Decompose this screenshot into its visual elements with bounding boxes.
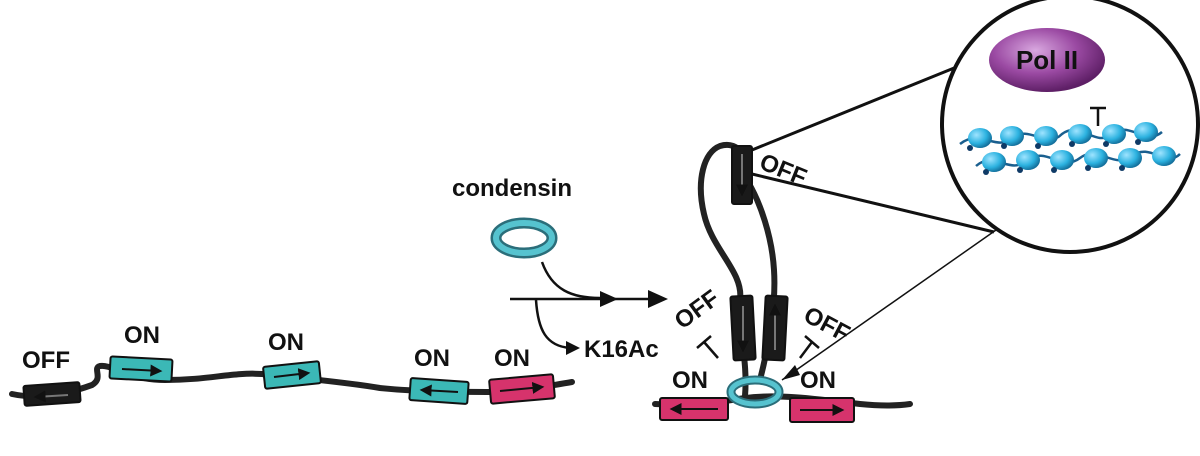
magenta-gene-4 [488,373,556,405]
nucleosome-row-bottom [982,146,1176,172]
left-chromatin-strand: OFF ON ON ON ON [9,322,575,407]
on-label-bottom-left: ON [672,367,708,394]
on-label-2: ON [268,329,304,356]
left-off-gene [22,381,82,407]
pointer-arrow-head-icon [782,365,800,380]
off-label-mid-right: OFF [799,301,854,347]
right-arrow-icon [273,368,311,381]
on-label-4: ON [494,345,530,372]
off-label-left: OFF [22,347,70,374]
inhibition-icon-left [696,335,719,359]
condensin-label: condensin [452,175,572,202]
main-arrow-head-icon [648,290,668,308]
teal-gene-2 [262,360,322,390]
on-label-3: ON [414,345,450,372]
teal-gene-1 [108,355,174,383]
teal-gene-3 [408,377,470,405]
left-strand-line [9,362,575,400]
k16ac-arrow-head-icon [566,341,580,355]
zoom-line-bottom [751,172,995,234]
dna-strand-top [959,128,1163,146]
zoom-line-top [751,62,965,152]
pol-ii-icon [989,28,1105,92]
right-chromatin [652,141,913,423]
on-label-bottom-right: ON [800,367,836,394]
right-arrow-icon [499,381,545,394]
left-arrow-icon [419,384,459,397]
condensin-ring-left [490,217,558,259]
zoom-circle: Pol II [940,0,1200,254]
mid-arrow-head-icon [600,291,618,307]
dna-strand-bottom [975,150,1181,167]
histone-marks [967,139,1141,175]
inhibition-icon-right [799,335,820,359]
left-arrow-icon [33,390,69,403]
k16ac-label: K16Ac [584,336,659,363]
k16ac-branch-arrow [534,299,571,350]
off-label-mid-left: OFF [670,285,725,335]
on-label-1: ON [124,322,160,349]
right-arrow-icon [121,364,163,377]
nucleosome-row-top [968,122,1158,148]
condensin-curve-arrow [540,261,601,300]
pol-ii-label: Pol II [1016,45,1078,75]
